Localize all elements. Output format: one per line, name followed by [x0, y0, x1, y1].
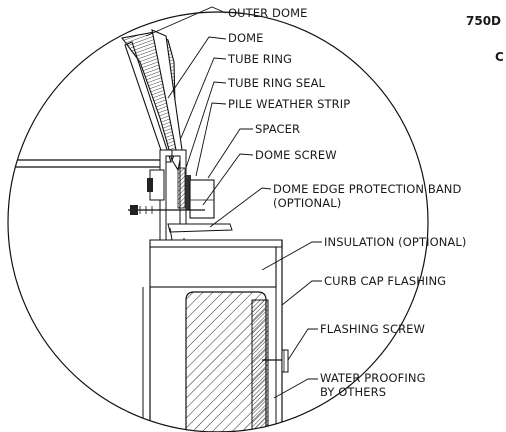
label-dome-screw: DOME SCREW [255, 148, 337, 162]
header-code: 750D [466, 14, 501, 28]
label-water-proofing-line2: BY OTHERS [320, 385, 386, 399]
label-dome-edge-protection-band: DOME EDGE PROTECTION BAND [273, 182, 461, 196]
detail-circle [7, 11, 429, 432]
label-curb-cap-flashing: CURB CAP FLASHING [324, 274, 446, 288]
insulation [149, 246, 277, 288]
roof-glazing-line [8, 159, 162, 168]
label-dome: DOME [228, 31, 264, 45]
curb-cap-flashing [149, 239, 283, 430]
label-dome-edge-protection-band-note: (OPTIONAL) [273, 196, 341, 210]
seal-and-weather-strip [177, 167, 191, 210]
label-tube-ring: TUBE RING [227, 52, 292, 66]
label-insulation: INSULATION (OPTIONAL) [324, 235, 467, 249]
curb-walls [142, 287, 269, 432]
spacer-block [189, 179, 215, 219]
label-water-proofing-line1: WATER PROOFING [320, 371, 426, 385]
leader-lines [145, 6, 322, 399]
label-spacer: SPACER [255, 122, 300, 136]
label-pile-weather-strip: PILE WEATHER STRIP [228, 97, 350, 111]
label-flashing-screw: FLASHING SCREW [320, 322, 425, 336]
header-sub: C [495, 50, 504, 64]
dome-screw [128, 205, 205, 215]
label-outer-dome: OUTER DOME [228, 6, 308, 20]
flashing-screw [262, 349, 289, 373]
label-tube-ring-seal: TUBE RING SEAL [227, 76, 326, 90]
